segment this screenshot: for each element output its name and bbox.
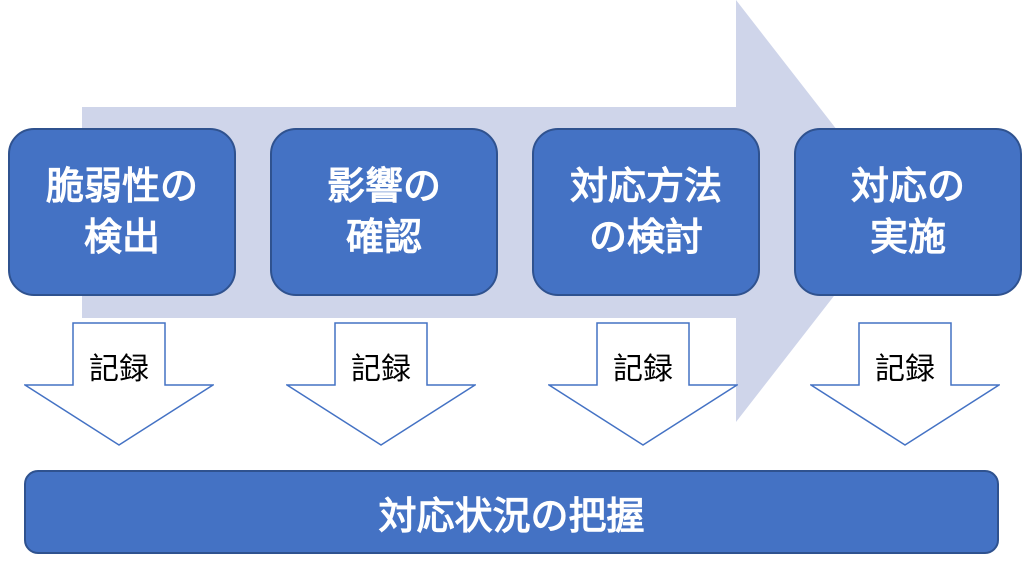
response-status-label: 対応状況の把握 — [378, 493, 645, 538]
step-4-line-2: 実施 — [869, 215, 946, 259]
step-vulnerability-detection: 脆弱性の 検出 — [8, 128, 236, 296]
record-label-4: 記録 — [875, 352, 935, 387]
record-label-2: 記録 — [351, 352, 411, 387]
record-arrow-3: 記録 — [548, 322, 738, 446]
step-4-line-1: 対応の — [850, 163, 965, 208]
step-impact-confirmation: 影響の 確認 — [270, 128, 498, 296]
step-response-execution: 対応の 実施 — [794, 128, 1022, 296]
response-status-overview: 対応状況の把握 — [24, 470, 999, 554]
step-1-line-2: 検出 — [83, 215, 160, 259]
record-arrow-2: 記録 — [286, 322, 476, 446]
record-label-1: 記録 — [89, 352, 149, 387]
step-2-line-2: 確認 — [345, 215, 422, 259]
step-3-line-2: の検討 — [588, 215, 703, 259]
record-label-3: 記録 — [613, 352, 673, 387]
step-2-line-1: 影響の — [326, 163, 441, 208]
step-response-planning: 対応方法 の検討 — [532, 128, 760, 296]
step-3-line-1: 対応方法 — [569, 163, 722, 208]
record-arrow-4: 記録 — [810, 322, 1000, 446]
step-1-line-1: 脆弱性の — [45, 163, 198, 208]
record-arrow-1: 記録 — [24, 322, 214, 446]
